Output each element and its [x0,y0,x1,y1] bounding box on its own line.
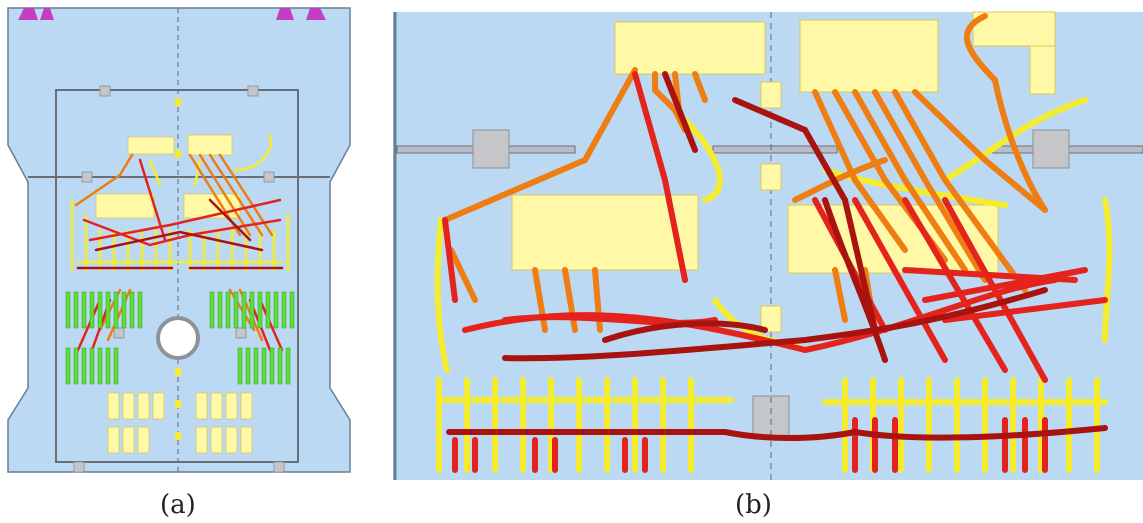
zoomed-routing-drawing [393,11,1143,480]
edge-connectors [18,8,326,20]
centerline-vias [175,98,181,440]
panel-a-board-overview [0,0,360,480]
panel-b-zoomed-routing [385,0,1143,480]
zoom-ic-components [511,11,1056,333]
pad-arrays [65,291,295,385]
caption-a: (a) [160,490,196,520]
mount-blocks [73,85,285,473]
mounting-hole [156,316,200,360]
ic-components [95,134,241,219]
frame-rails [28,89,330,463]
bottom-component-arrays [107,392,253,454]
board-overview-drawing [7,7,351,473]
caption-b: (b) [735,490,772,520]
zoom-routed-traces [434,13,1113,473]
